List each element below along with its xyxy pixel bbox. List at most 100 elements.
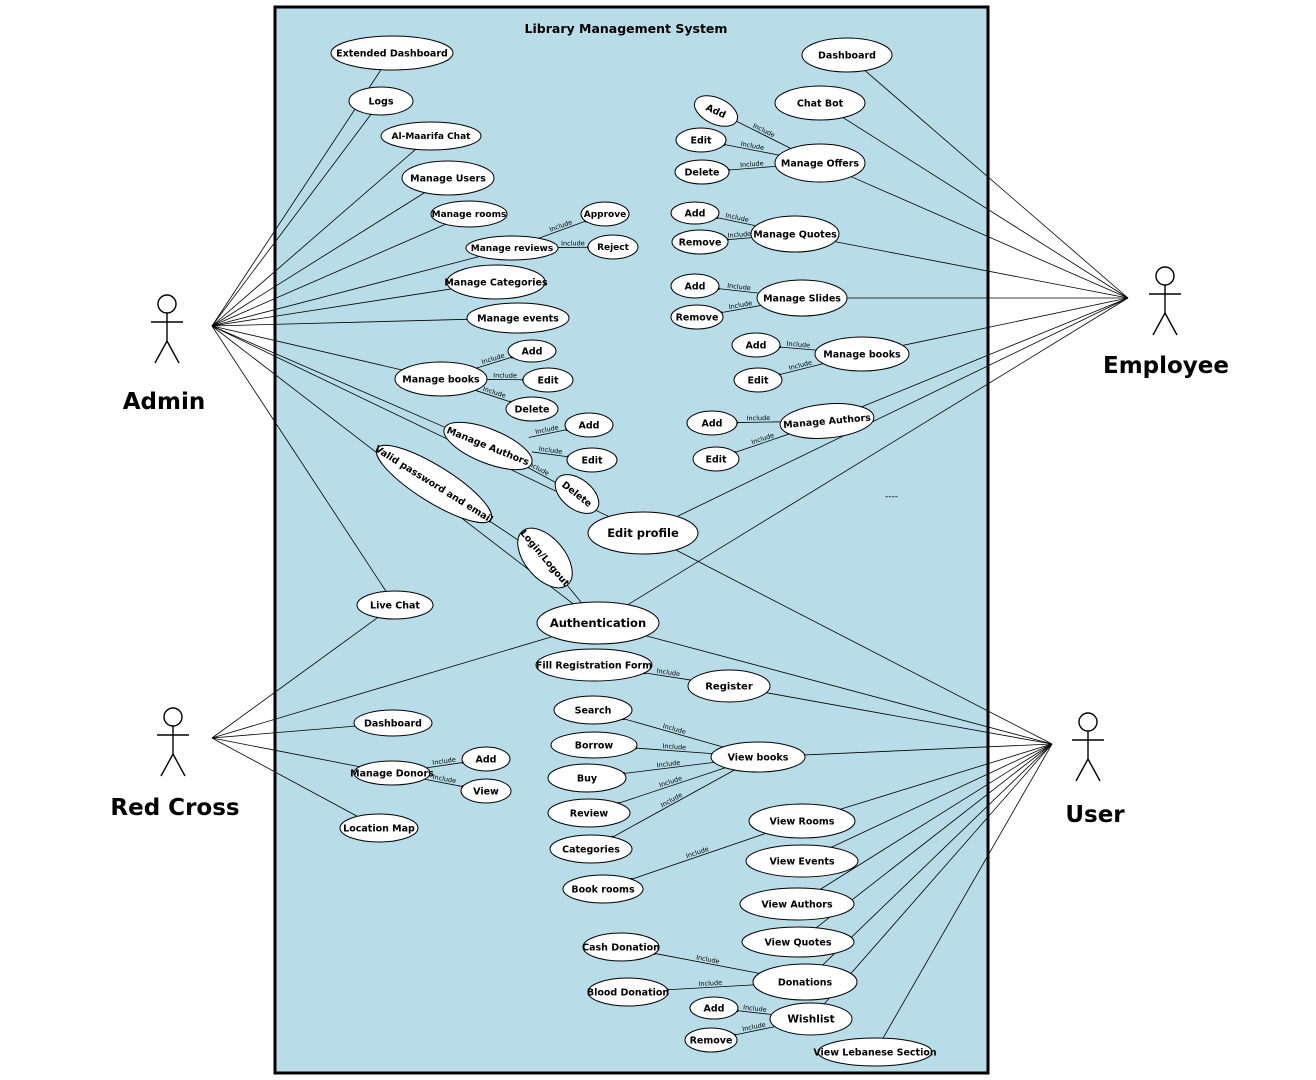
use-case-shape xyxy=(801,37,893,73)
use-case-manage-donors: Manage Donors xyxy=(350,760,434,786)
use-case-shape xyxy=(684,1027,738,1053)
use-case-rc-dashboard: Dashboard xyxy=(353,709,433,737)
use-case-offers-delete: Delete xyxy=(674,159,730,185)
use-case-label: Edit xyxy=(705,454,727,465)
use-case-label: Add xyxy=(476,754,497,765)
include-label: Include xyxy=(662,742,686,752)
use-case-view-authors: View Authors xyxy=(739,887,855,921)
use-case-shape xyxy=(443,421,533,471)
user-association-line xyxy=(804,743,1053,756)
use-case-label: Al-Maarifa Chat xyxy=(392,132,472,142)
use-case-donors-add: Add xyxy=(461,746,511,772)
include-label: Include xyxy=(743,1003,767,1014)
use-case-label: Add xyxy=(685,281,706,292)
use-case-label: Cash Donation xyxy=(582,942,660,953)
use-case-label: Manage reviews xyxy=(471,244,553,254)
use-case-shape xyxy=(375,444,493,524)
use-case-label: View books xyxy=(728,752,789,763)
include-line xyxy=(779,346,817,351)
include-label: Include xyxy=(786,340,810,350)
use-case-shape xyxy=(814,336,910,372)
actor-red-cross: Red Cross xyxy=(110,707,240,821)
use-case-label: Manage books xyxy=(823,349,901,360)
use-case-search: Search xyxy=(553,695,633,725)
use-case-label: View Lebanese Section xyxy=(813,1047,937,1058)
use-case-shape xyxy=(675,127,727,153)
use-case-manage-quotes: Manage Quotes xyxy=(750,215,840,253)
use-case-label: Borrow xyxy=(575,740,614,751)
use-case-review: Review xyxy=(547,798,631,828)
use-case-shape xyxy=(739,887,855,921)
use-case-fill-registration: Fill Registration Form xyxy=(535,648,653,682)
use-case-shape xyxy=(748,803,856,839)
use-case-shape xyxy=(769,1002,853,1036)
use-case-shape xyxy=(687,669,771,703)
system-title: Library Management System xyxy=(525,21,728,36)
use-case-shape xyxy=(550,731,638,759)
use-case-register: Register xyxy=(687,669,771,703)
use-case-shape xyxy=(446,264,546,300)
use-case-shape xyxy=(752,963,858,1001)
actor-limb xyxy=(1087,758,1101,782)
include-line xyxy=(718,288,759,294)
employee-association-line xyxy=(864,70,1129,299)
use-case-shape xyxy=(549,834,633,864)
use-case-slides-remove: Remove xyxy=(670,304,724,330)
use-case-label: Add xyxy=(704,1003,725,1014)
use-case-shape xyxy=(745,844,859,878)
include-label: Include xyxy=(432,755,457,766)
include-label: Include xyxy=(656,667,681,679)
use-case-label: Manage rooms xyxy=(432,210,507,220)
use-case-shape xyxy=(547,798,631,828)
use-case-manage-reviews: Manage reviews xyxy=(465,235,559,261)
use-case-label: Remove xyxy=(676,312,719,323)
use-case-shape xyxy=(733,367,783,393)
use-case-shape xyxy=(693,95,739,127)
admin-association-line xyxy=(211,192,425,327)
actor-label: User xyxy=(1065,802,1125,828)
admin-association-line xyxy=(211,114,372,327)
stray-mark: ---- xyxy=(885,492,898,502)
use-case-shape xyxy=(566,447,618,473)
use-case-admin-authors-delete: Delete xyxy=(554,474,600,514)
use-case-shape xyxy=(670,273,720,299)
use-case-emp-authors-edit: Edit xyxy=(692,446,740,472)
use-case-shape xyxy=(774,143,866,183)
use-case-shape xyxy=(554,474,600,514)
use-case-shape xyxy=(587,977,669,1007)
use-case-shape xyxy=(466,302,570,334)
use-case-label: Add xyxy=(746,340,767,351)
include-line xyxy=(737,1010,772,1015)
use-case-authentication: Authentication xyxy=(536,601,660,645)
actor-admin: Admin xyxy=(123,294,205,415)
use-case-manage-users: Manage Users xyxy=(401,160,495,196)
use-case-label: Logs xyxy=(368,96,393,107)
include-line xyxy=(528,429,567,438)
use-case-live-chat: Live Chat xyxy=(356,590,434,620)
use-case-shape xyxy=(353,760,431,786)
include-label: Include xyxy=(698,979,722,988)
employee-association-line xyxy=(858,297,1129,409)
user-association-line xyxy=(646,635,1053,745)
admin-association-line xyxy=(211,325,403,371)
actor-employee: Employee xyxy=(1103,266,1229,379)
use-case-shape xyxy=(535,648,653,682)
use-case-view-rooms: View Rooms xyxy=(748,803,856,839)
include-line xyxy=(618,767,726,804)
employee-association-line xyxy=(676,297,1129,517)
use-case-shape xyxy=(460,778,512,804)
admin-association-line xyxy=(211,325,387,592)
include-line xyxy=(531,451,568,458)
use-case-admin-authors-add: Add xyxy=(564,412,614,438)
use-case-label: Manage Slides xyxy=(763,293,841,304)
use-case-shape xyxy=(750,215,840,253)
use-case-label: Remove xyxy=(690,1035,733,1046)
actor-limb xyxy=(172,753,186,777)
use-case-admin-authors-edit: Edit xyxy=(566,447,618,473)
admin-association-line xyxy=(211,223,446,327)
use-case-admin-manage-books: Manage books xyxy=(394,361,488,397)
actor-limb xyxy=(154,340,168,364)
use-case-emp-manage-authors: Manage Authors xyxy=(779,403,875,439)
actor-head xyxy=(163,707,183,727)
use-case-label: Manage Donors xyxy=(350,768,434,779)
